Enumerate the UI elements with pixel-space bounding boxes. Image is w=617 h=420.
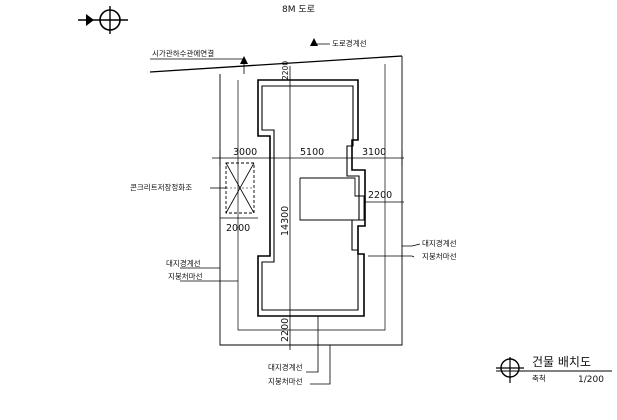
label-city-drain: 시가관하수관에연결 — [152, 48, 214, 58]
label-eave-bottom: 지붕처마선 — [268, 377, 303, 386]
dim-bottom-setback: 2200 — [280, 318, 291, 342]
interior-block — [299, 177, 365, 221]
title-symbol-icon — [496, 357, 524, 383]
septic-tank-symbol — [225, 162, 255, 214]
label-site-boundary-bottom: 대지경계선 — [268, 362, 303, 372]
dim-tank-offset: 2000 — [226, 223, 250, 234]
leader-eave-bottom — [310, 345, 331, 385]
title-block-scale-label: 축척 — [532, 374, 546, 383]
road-boundary-line — [149, 55, 403, 73]
label-eave-left: 지붕처마선 — [168, 272, 203, 281]
dim-center-width: 5100 — [300, 147, 324, 158]
label-eave-right: 지붕처마선 — [422, 252, 457, 261]
dim-right-offset: 2200 — [368, 190, 392, 201]
leader-eave-right — [368, 255, 415, 258]
north-arrow-icon — [78, 6, 128, 34]
dim-top-setback: 2200 — [281, 61, 290, 80]
eave-outline — [237, 64, 386, 331]
building-inner-wall — [261, 85, 360, 311]
leader-road-boundary — [313, 43, 330, 46]
dim-left-width: 3000 — [233, 147, 257, 158]
drain-arrow-icon — [240, 56, 248, 64]
label-concrete-tank: 콘크리트저장정화조 — [130, 182, 192, 192]
horizontal-dimension — [212, 150, 404, 166]
leader-site-boundary-bottom — [306, 316, 319, 373]
label-road-boundary: 도로경계선 — [332, 38, 367, 48]
road-title: 8M 도로 — [282, 5, 315, 15]
dim-right-width: 3100 — [362, 147, 386, 158]
leader-site-boundary-right — [402, 243, 421, 247]
label-site-boundary-left: 대지경계선 — [166, 258, 201, 268]
title-block-title: 건물 배치도 — [532, 355, 591, 369]
dim-building-depth: 14300 — [280, 206, 291, 236]
label-site-boundary-right: 대지경계선 — [422, 238, 457, 248]
title-block-scale-value: 1/200 — [578, 375, 604, 385]
site-boundary — [219, 56, 403, 346]
